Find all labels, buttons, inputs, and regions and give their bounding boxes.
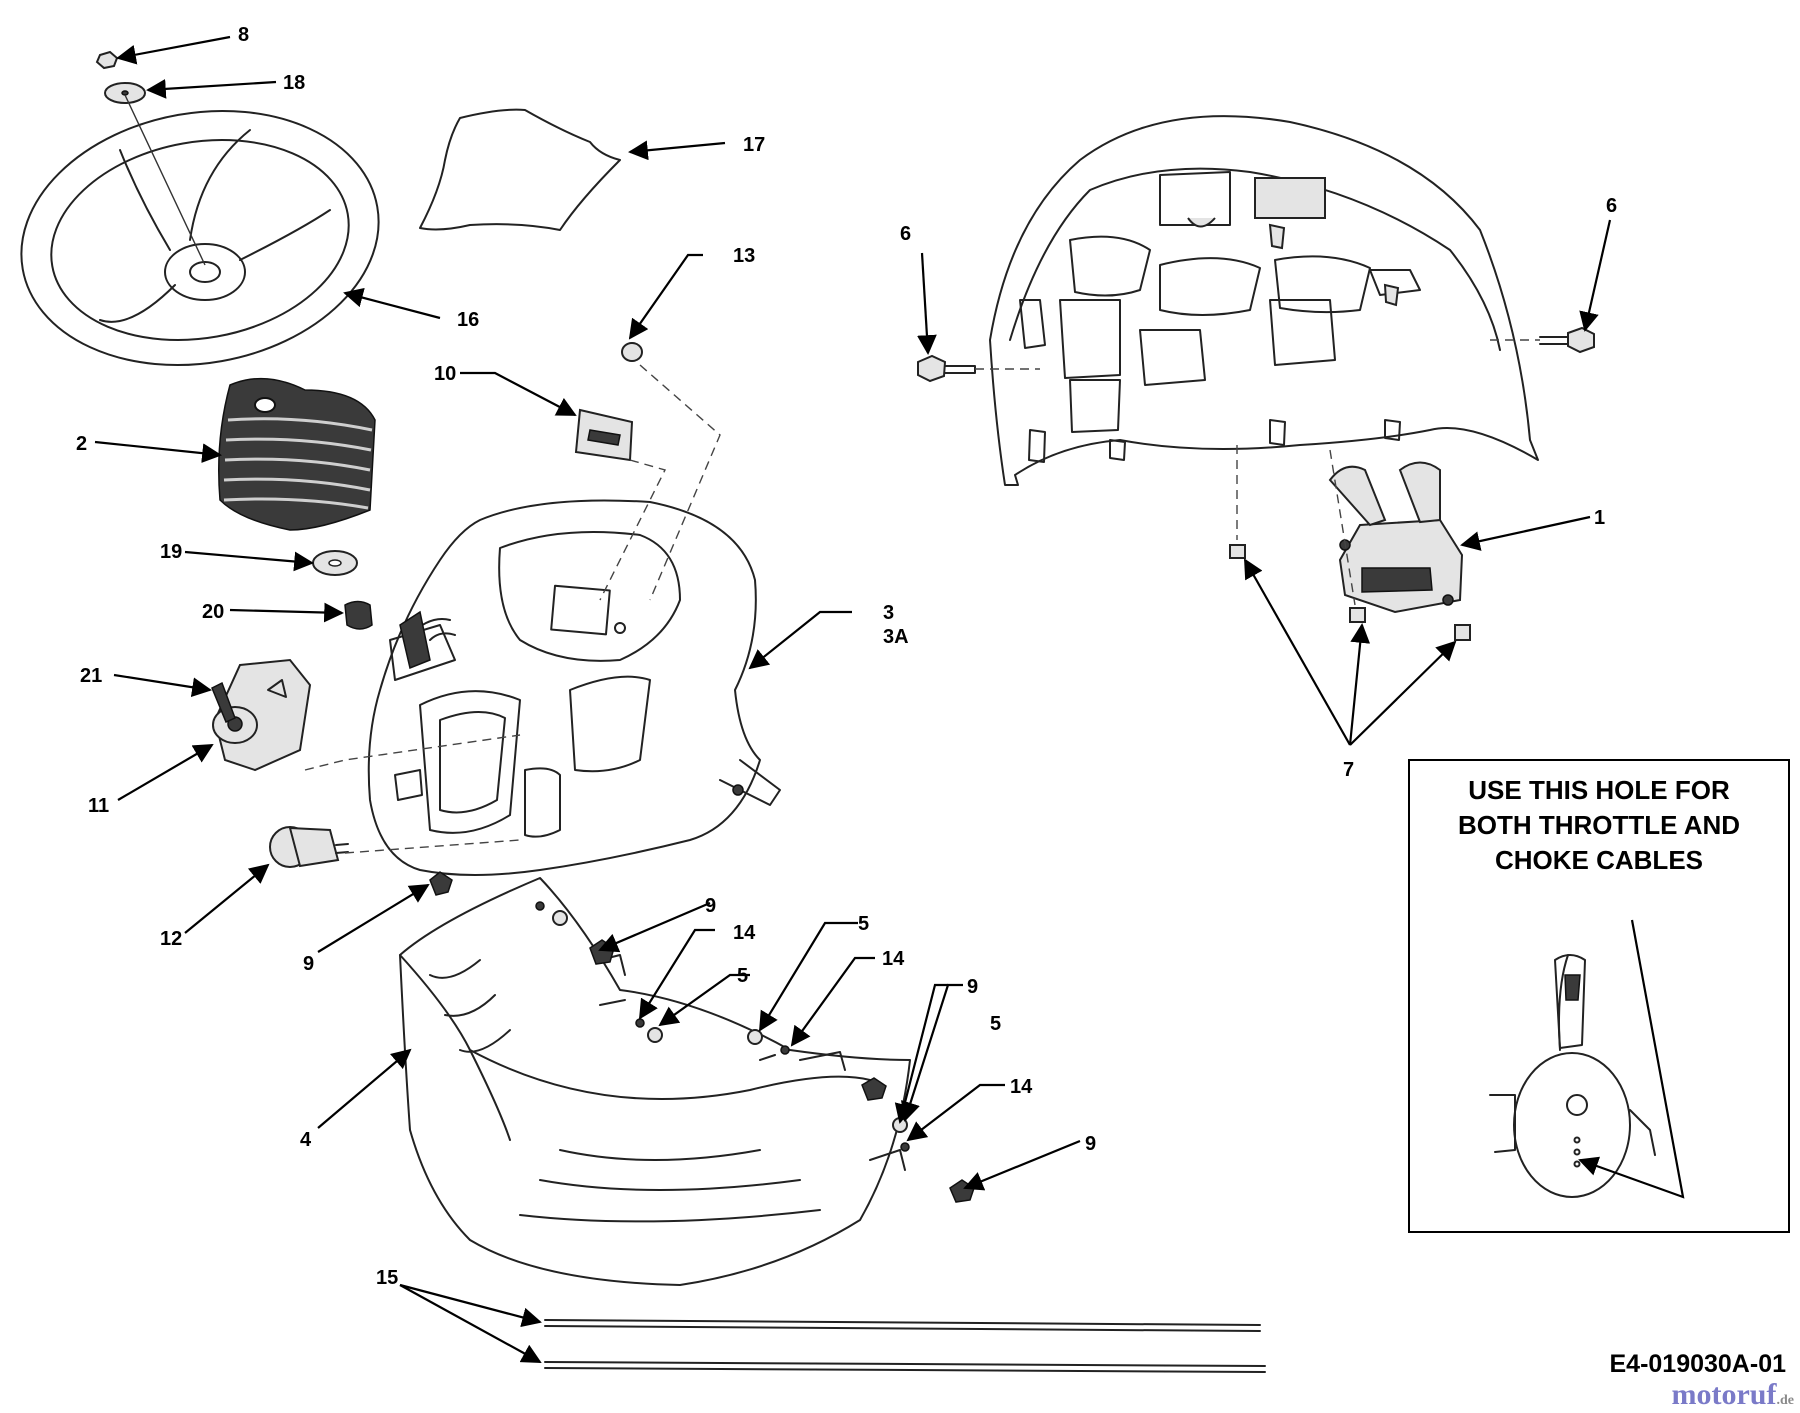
part-19-washer bbox=[312, 550, 358, 576]
callout-14-c: 14 bbox=[1010, 1076, 1033, 1098]
part-3-dash-panel bbox=[367, 499, 781, 876]
callout-9-a: 9 bbox=[303, 953, 314, 975]
upper-housing bbox=[989, 115, 1539, 486]
watermark-logo: motoruf.de bbox=[1672, 1378, 1794, 1412]
watermark-suffix: .de bbox=[1776, 1393, 1795, 1408]
note-box: USE THIS HOLE FOR BOTH THROTTLE AND CHOK… bbox=[1408, 759, 1790, 1233]
callout-10: 10 bbox=[434, 363, 456, 385]
drawing-number: E4-019030A-01 bbox=[1609, 1350, 1786, 1378]
callout-3A: 3A bbox=[883, 626, 909, 648]
callout-13: 13 bbox=[733, 245, 755, 267]
part-6-bolt bbox=[917, 326, 1595, 383]
assembly-lines-right bbox=[975, 339, 1540, 606]
callout-5-a: 5 bbox=[737, 965, 748, 987]
callout-leaders bbox=[94, 35, 1612, 1363]
callout-5-b: 5 bbox=[858, 913, 869, 935]
callout-11: 11 bbox=[88, 795, 109, 817]
callout-14-b: 14 bbox=[882, 948, 905, 970]
detail-throttle-hole bbox=[1489, 919, 1685, 1199]
assembly-lines-left bbox=[304, 364, 721, 854]
part-18-washer bbox=[104, 82, 146, 104]
callout-18: 18 bbox=[283, 72, 305, 94]
callout-12: 12 bbox=[160, 928, 182, 950]
part-16-steering-wheel bbox=[20, 94, 380, 367]
part-20-bushing bbox=[344, 600, 373, 630]
callout-7: 7 bbox=[1343, 759, 1354, 781]
part-21-key bbox=[211, 681, 236, 723]
part-4-lower-panel bbox=[399, 877, 911, 1286]
note-text: USE THIS HOLE FOR BOTH THROTTLE AND CHOK… bbox=[1457, 775, 1741, 875]
callout-5-c: 5 bbox=[990, 1013, 1001, 1035]
callout-21: 21 bbox=[80, 665, 102, 687]
callout-17: 17 bbox=[743, 134, 765, 156]
callout-6-b: 6 bbox=[1606, 195, 1617, 217]
callout-8: 8 bbox=[238, 24, 249, 46]
part-10-connector bbox=[574, 408, 634, 462]
part-15-trim-strips bbox=[544, 1319, 1266, 1373]
callout-16: 16 bbox=[457, 309, 479, 331]
callout-4: 4 bbox=[300, 1129, 312, 1151]
callout-15: 15 bbox=[376, 1267, 398, 1289]
callout-labels: 8 18 17 16 13 10 2 19 20 21 11 12 3 3A 9… bbox=[76, 24, 1617, 1289]
part-17-cover bbox=[419, 108, 621, 231]
callout-6-a: 6 bbox=[900, 223, 911, 245]
part-1-throttle-control bbox=[1328, 461, 1464, 614]
part-14-lockwasher bbox=[535, 901, 910, 1152]
part-12-light-switch bbox=[269, 826, 349, 868]
part-7-screw bbox=[1229, 544, 1471, 641]
callout-20: 20 bbox=[202, 601, 224, 623]
callout-2: 2 bbox=[76, 433, 87, 455]
callout-9-b: 9 bbox=[705, 895, 716, 917]
part-2-boot bbox=[218, 377, 376, 531]
part-11-ignition-switch bbox=[212, 658, 312, 772]
callout-14-a: 14 bbox=[733, 922, 756, 944]
part-8-nut bbox=[95, 50, 119, 70]
part-13-lamp bbox=[621, 342, 643, 362]
callout-3: 3 bbox=[883, 602, 894, 624]
callout-9-d: 9 bbox=[1085, 1133, 1096, 1155]
callout-1: 1 bbox=[1594, 507, 1605, 529]
callout-19: 19 bbox=[160, 541, 182, 563]
watermark-main: motoruf bbox=[1671, 1378, 1777, 1411]
callout-9-c: 9 bbox=[967, 976, 978, 998]
